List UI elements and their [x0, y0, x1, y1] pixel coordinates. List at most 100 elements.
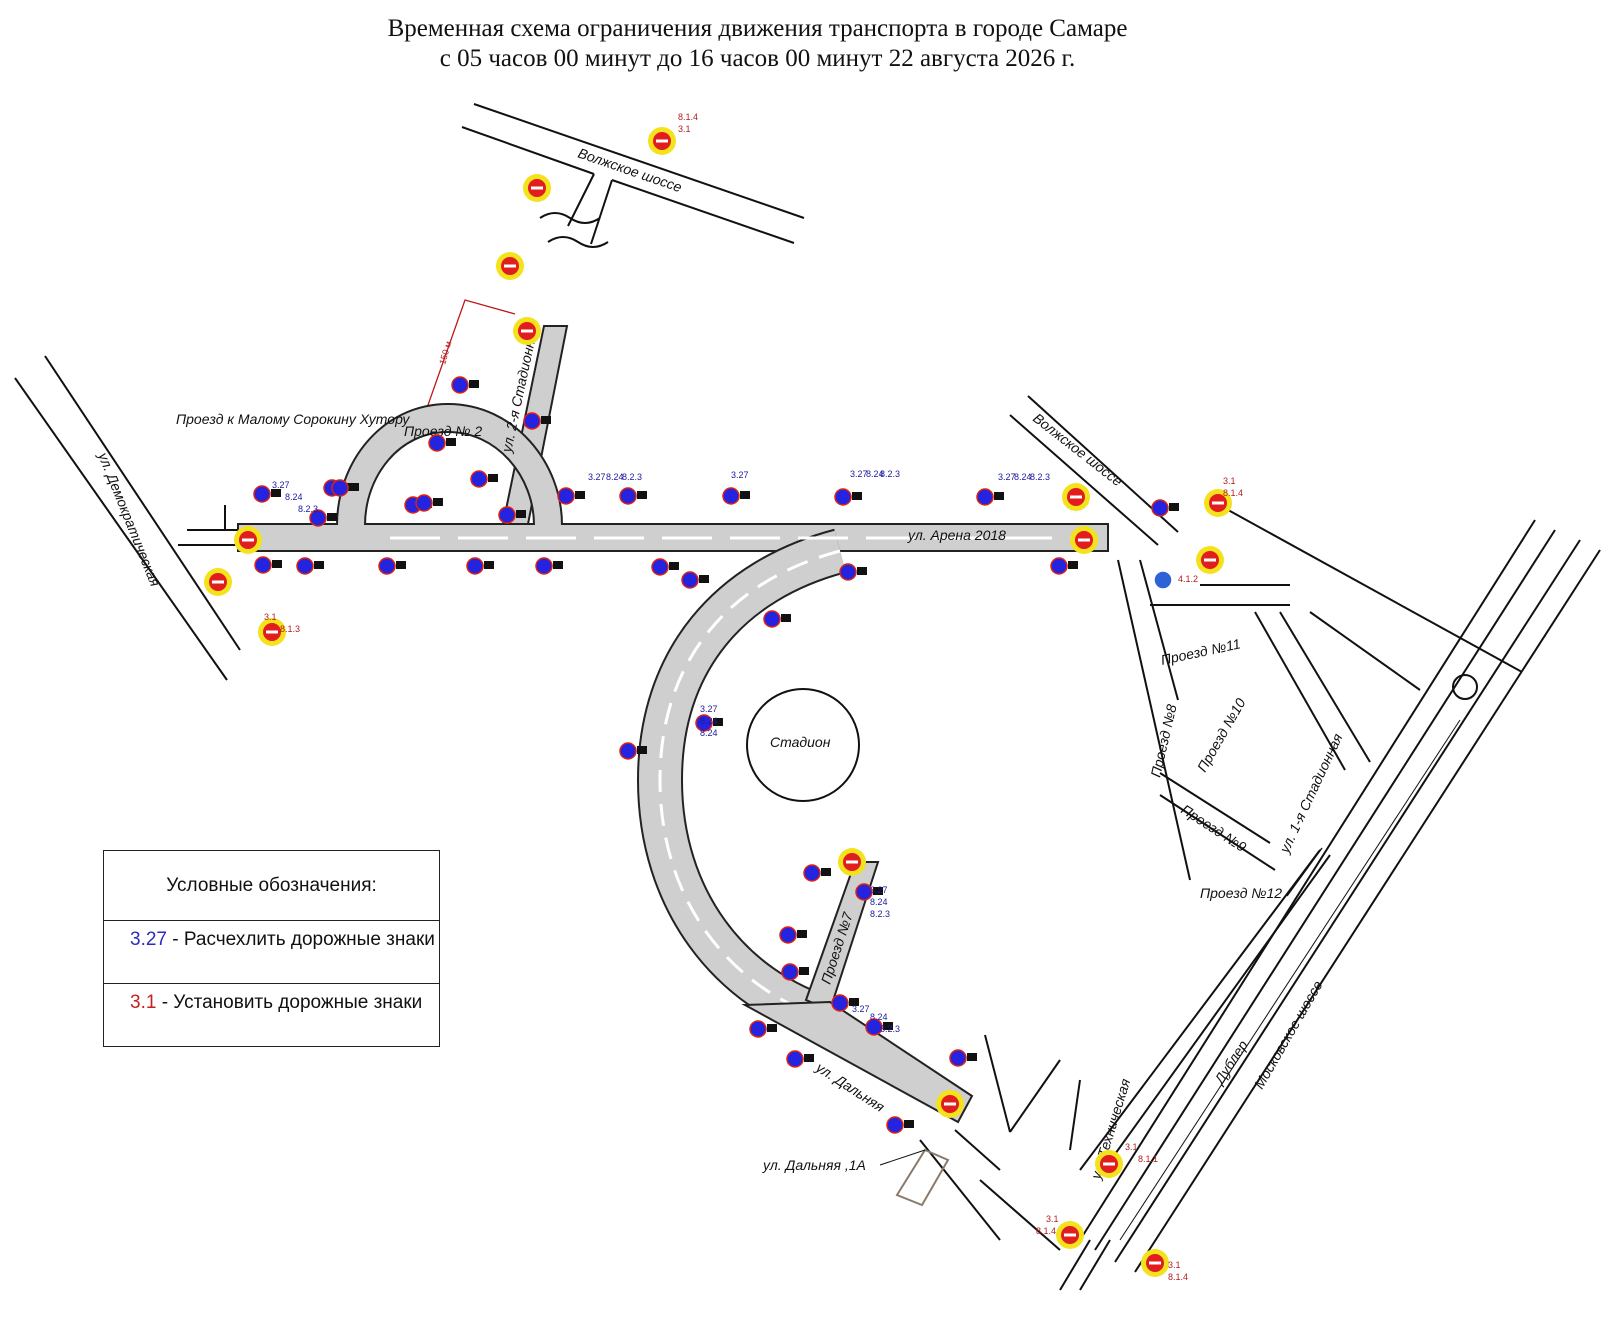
tow-truck-plate-icon: [857, 567, 867, 575]
label-150m: 150 м: [437, 340, 453, 366]
no-entry-bar: [266, 630, 278, 634]
sign-code-label: 3.27: [272, 480, 290, 490]
no-stopping-signs: [253, 376, 1179, 1134]
no-stopping-sign-icon: [619, 487, 637, 505]
legend-code-3-1: 3.1: [130, 992, 157, 1013]
sign-code-label: 3.1: [1223, 476, 1236, 486]
sign-code-label: 3.27: [700, 704, 718, 714]
sign-code-label: 8.2.3: [1030, 472, 1050, 482]
tow-truck-plate-icon: [799, 967, 809, 975]
no-stopping-sign-icon: [254, 556, 272, 574]
no-stopping-sign-icon: [681, 571, 699, 589]
no-stopping-sign-icon: [886, 1116, 904, 1134]
label-proezd-2: Проезд № 2: [404, 423, 482, 439]
tow-truck-plate-icon: [271, 489, 281, 497]
sign-code-label: 8.2.3: [622, 472, 642, 482]
legend-box: Условные обозначения: 3.27 - Расчехлить …: [103, 850, 440, 1047]
sign-code-label: 3.1: [1125, 1142, 1138, 1152]
street-outlines: [14, 103, 1601, 1291]
tow-truck-plate-icon: [967, 1053, 977, 1061]
no-stopping-sign-icon: [557, 487, 575, 505]
no-entry-bar: [656, 139, 668, 143]
tow-truck-plate-icon: [516, 510, 526, 518]
tow-truck-plate-icon: [553, 561, 563, 569]
dalnyaya-road: [741, 1000, 974, 1124]
sign-code-label: 8.2.3: [880, 469, 900, 479]
straight-ahead-sign: 4.1.2: [1153, 570, 1198, 590]
sign-code-label: 3.27: [852, 1004, 870, 1014]
no-entry-bar: [846, 860, 858, 864]
sign-code-label: 8.1.4: [1223, 488, 1243, 498]
no-stopping-sign-icon: [839, 563, 857, 581]
tow-truck-plate-icon: [314, 561, 324, 569]
tow-truck-plate-icon: [849, 998, 859, 1006]
legend-item-install: 3.1 - Установить дорожные знаки: [104, 984, 439, 1047]
no-stopping-sign-icon: [331, 479, 349, 497]
no-stopping-sign-icon: [253, 485, 271, 503]
no-entry-bar: [1204, 558, 1216, 562]
no-stopping-sign-icon: [786, 1050, 804, 1068]
building-pointer: [879, 1149, 926, 1166]
sign-code-label: 3.1: [264, 612, 277, 622]
sign-code-4-1-2: 4.1.2: [1178, 574, 1198, 584]
sign-code-label: 8.24: [870, 897, 888, 907]
no-stopping-sign-icon: [865, 1018, 883, 1036]
no-stopping-sign-icon: [296, 557, 314, 575]
legend-item-uncover: 3.27 - Расчехлить дорожные знаки: [104, 921, 439, 984]
tow-truck-plate-icon: [883, 1022, 893, 1030]
stadium-outline: [746, 688, 860, 802]
sign-code-label: 8.1.4: [1168, 1272, 1188, 1282]
no-stopping-sign-icon: [763, 610, 781, 628]
no-entry-bar: [1078, 538, 1090, 542]
label-dubler: Дублер: [1210, 1037, 1251, 1088]
sign-code-label: 3.27: [870, 885, 888, 895]
tow-truck-plate-icon: [396, 561, 406, 569]
tow-truck-plate-icon: [804, 1054, 814, 1062]
sign-code-label: 8.24: [285, 492, 303, 502]
building-dalnyaya-1a: [895, 1148, 950, 1207]
no-entry-bar: [1064, 1233, 1076, 1237]
no-stopping-sign-icon: [378, 557, 396, 575]
no-entry-bar: [1212, 501, 1224, 505]
label-arena-2018: ул. Арена 2018: [907, 527, 1006, 543]
map-title-line-1: Временная схема ограничения движения тра…: [387, 15, 1128, 42]
no-stopping-sign-icon: [415, 494, 433, 512]
sign-code-label: 8.24: [606, 472, 624, 482]
no-stopping-sign-icon: [781, 963, 799, 981]
no-entry-bar: [521, 329, 533, 333]
sign-code-label: 3.27: [731, 470, 749, 480]
straight-ahead-sign-icon: [1153, 570, 1173, 590]
tow-truck-plate-icon: [272, 560, 282, 568]
tow-truck-plate-icon: [767, 1024, 777, 1032]
legend-text-install: - Установить дорожные знаки: [156, 992, 423, 1013]
tow-truck-plate-icon: [637, 746, 647, 754]
map-title-line-2: с 05 часов 00 минут до 16 часов 00 минут…: [439, 45, 1076, 72]
tow-truck-plate-icon: [327, 513, 337, 521]
no-entry-bar: [1149, 1261, 1161, 1265]
closed-roads: [237, 325, 1109, 552]
no-stopping-sign-icon: [855, 883, 873, 901]
tow-truck-plate-icon: [1169, 503, 1179, 511]
proezd-2-loop: [338, 404, 561, 526]
tow-truck-plate-icon: [484, 561, 494, 569]
label-proezd-10: Проезд №10: [1194, 695, 1249, 774]
label-dalnyaya-1a: ул. Дальняя ,1А: [762, 1157, 866, 1173]
no-entry-bar: [944, 1102, 956, 1106]
no-stopping-sign-icon: [803, 864, 821, 882]
sign-code-label: 3.1: [1046, 1214, 1059, 1224]
no-stopping-sign-icon: [451, 376, 469, 394]
sign-code-label: 3.27: [850, 469, 868, 479]
legend-code-3-27: 3.27: [130, 929, 167, 950]
label-stadion: Стадион: [770, 734, 831, 750]
no-stopping-sign-icon: [722, 487, 740, 505]
tow-truck-plate-icon: [575, 491, 585, 499]
tow-truck-plate-icon: [821, 868, 831, 876]
sign-code-label: 8.2.3: [880, 1024, 900, 1034]
sign-code-label: 8.24: [866, 469, 884, 479]
label-proezd-12: Проезд №12: [1200, 885, 1282, 901]
no-stopping-sign-icon: [535, 557, 553, 575]
no-stopping-sign-icon: [619, 742, 637, 760]
no-stopping-sign-icon: [1151, 499, 1169, 517]
tow-truck-plate-icon: [852, 492, 862, 500]
